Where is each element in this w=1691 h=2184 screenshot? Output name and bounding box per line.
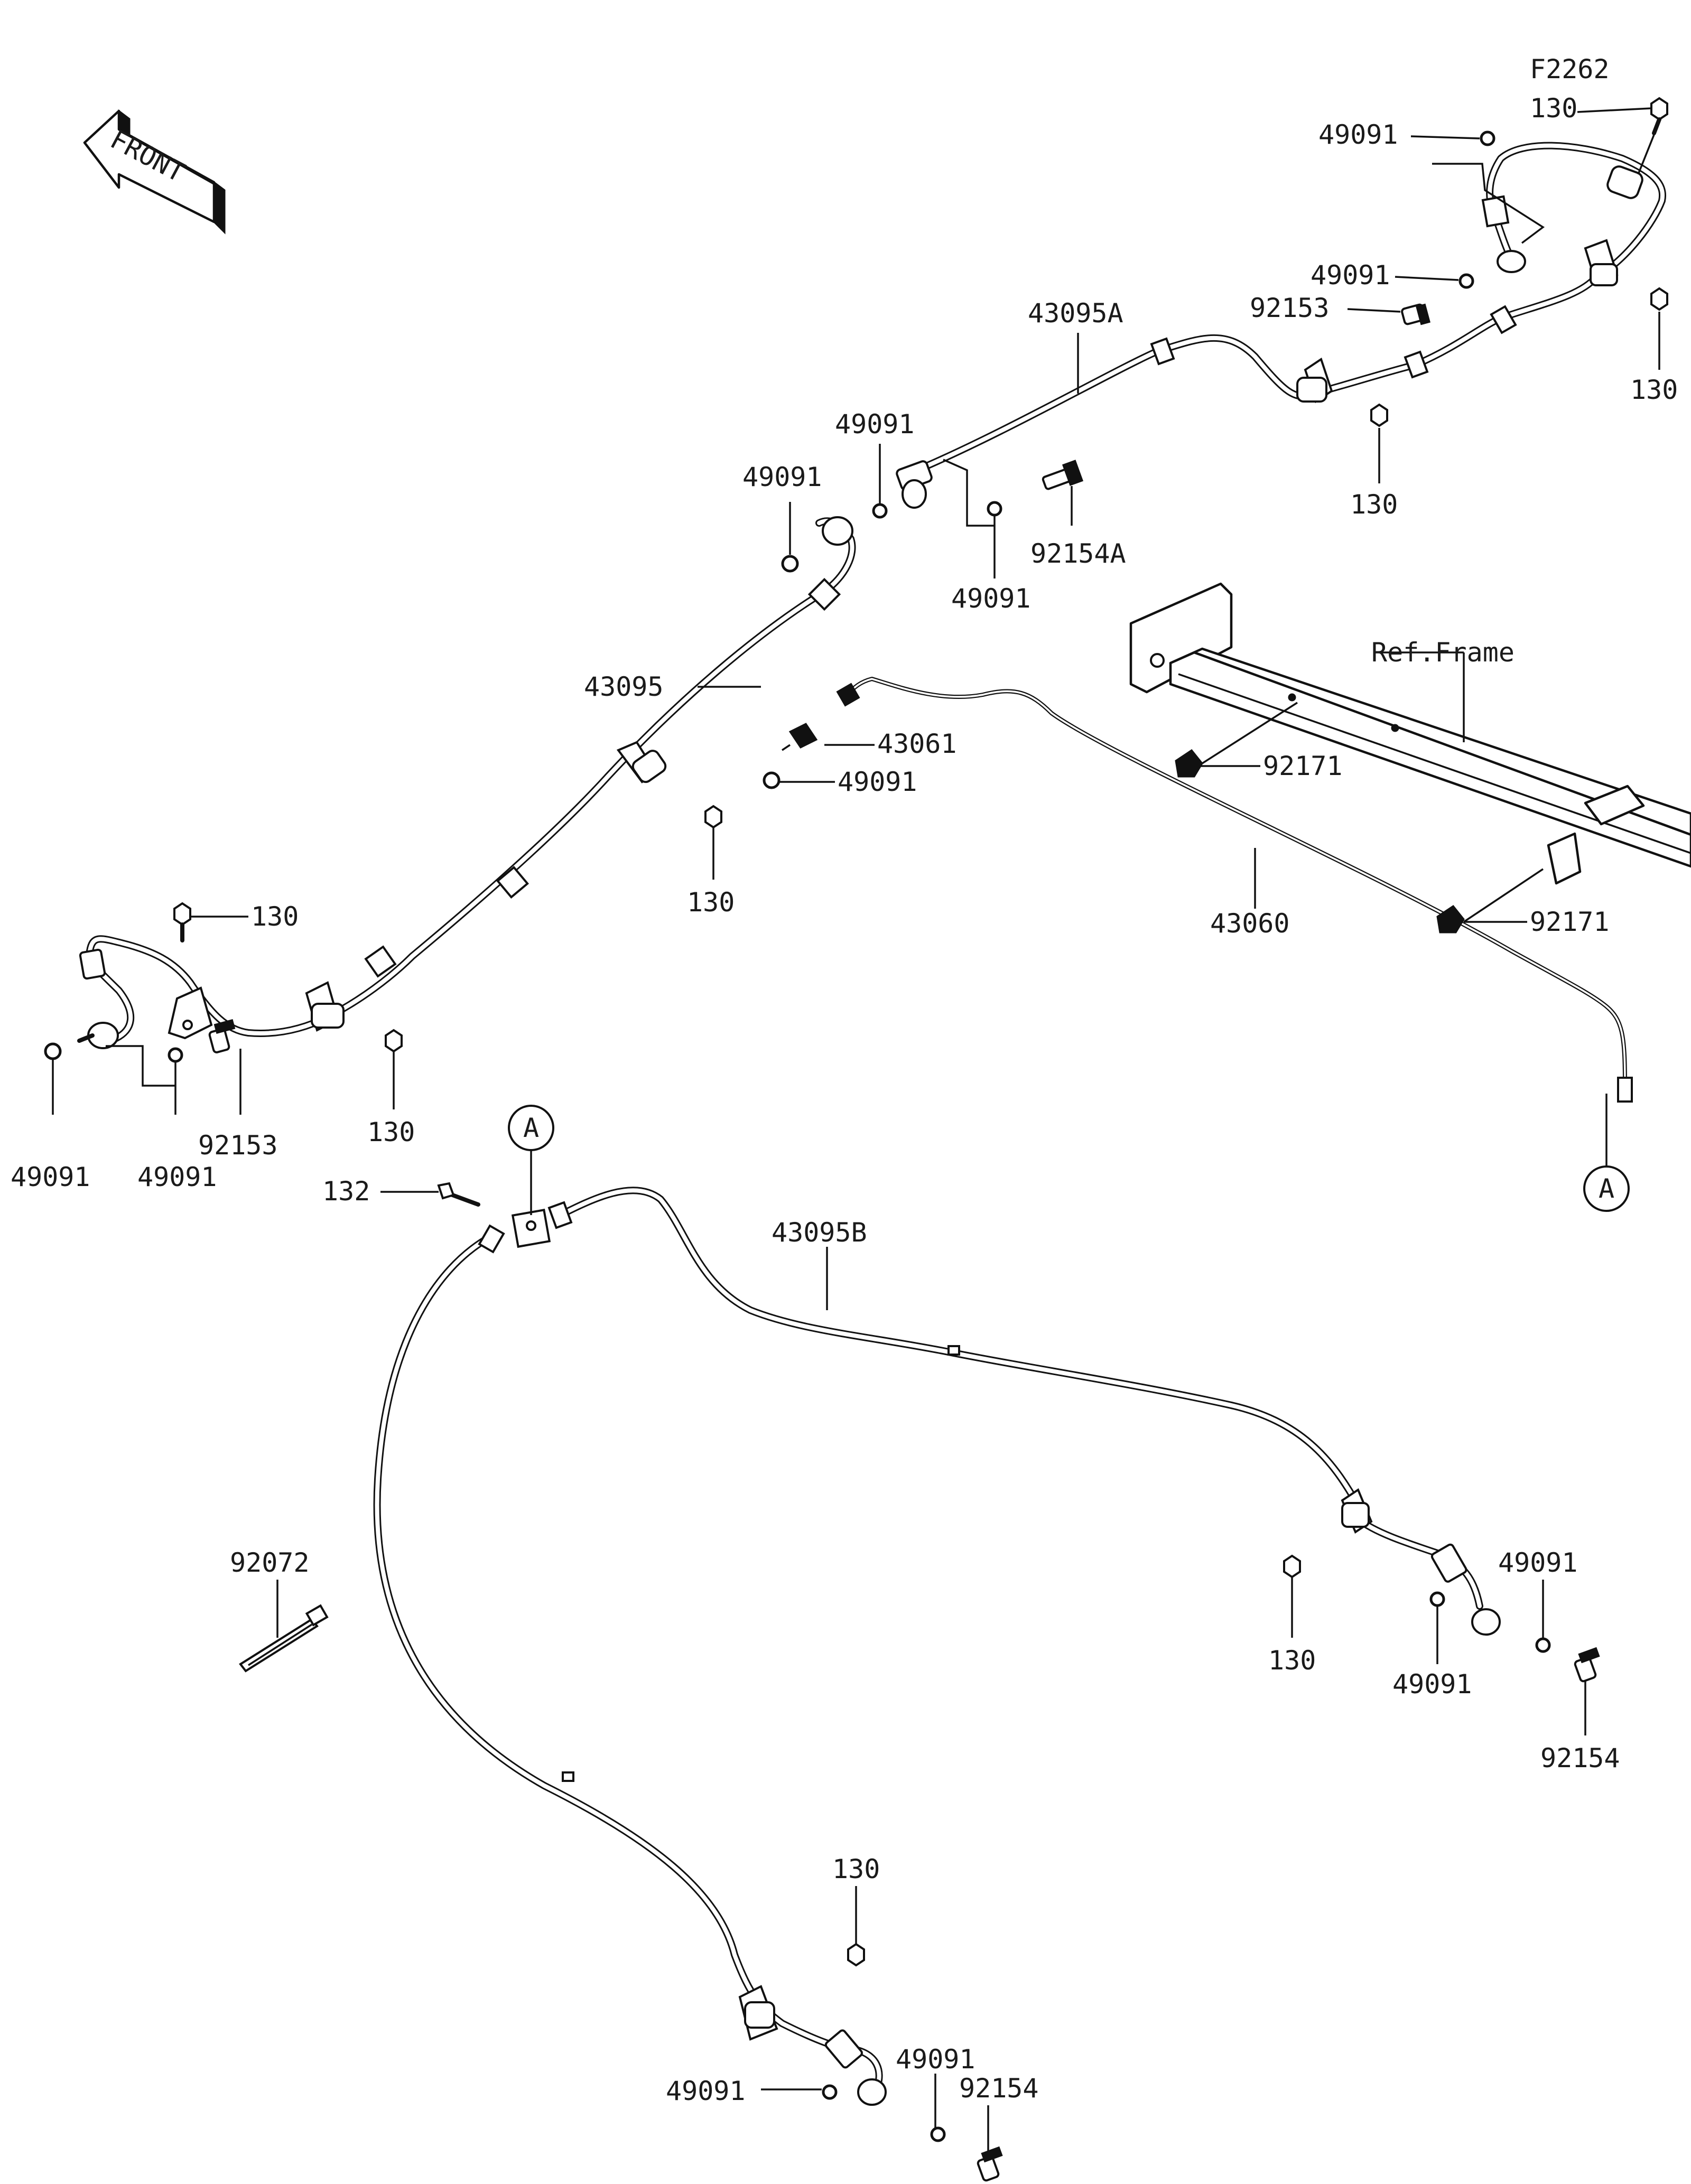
banjo-bolt-92154a xyxy=(1042,460,1084,490)
frame-rail: Ref.Frame xyxy=(1129,582,1691,885)
callout-49091-j: 49091 xyxy=(1392,1669,1472,1700)
callout-49091-c: 49091 xyxy=(835,409,915,440)
callout-92153-b: 92153 xyxy=(198,1130,278,1161)
connector-a-bottom-label: A xyxy=(1599,1173,1614,1204)
callout-49091-i: 49091 xyxy=(1498,1547,1578,1578)
brake-hose-43095 xyxy=(77,516,856,1049)
callout-49091-e: 49091 xyxy=(951,583,1031,614)
connector-a-top-label: A xyxy=(523,1113,539,1143)
callout-49091-a: 49091 xyxy=(1318,119,1398,150)
callout-92154a: 92154A xyxy=(1030,538,1126,569)
front-arrow-icon: FRONT xyxy=(83,109,226,235)
callout-92171-b: 92171 xyxy=(1530,907,1610,937)
callout-130-e: 130 xyxy=(251,901,299,932)
callout-92154-a: 92154 xyxy=(1540,1743,1620,1774)
washer-49091-g xyxy=(44,1042,62,1060)
banjo-bolt-92153-a xyxy=(1401,303,1430,325)
washer-49091-i xyxy=(1429,1591,1445,1607)
callout-43095a: 43095A xyxy=(1028,298,1123,329)
bolt-130-b xyxy=(1650,287,1668,311)
bolt-130-g xyxy=(1283,1554,1301,1579)
bolt-132 xyxy=(437,1182,480,1207)
bolt-130-d xyxy=(704,805,722,829)
callout-130-c: 130 xyxy=(1350,489,1398,520)
callout-49091-f: 49091 xyxy=(838,767,917,797)
callout-49091-l: 49091 xyxy=(666,2076,746,2106)
bolt-130-f xyxy=(385,1029,403,1053)
washer-49091-h xyxy=(168,1047,183,1063)
callout-49091-b: 49091 xyxy=(1311,260,1390,291)
connector-a-top: A xyxy=(508,1105,554,1215)
washer-49091-f xyxy=(763,771,781,789)
ref-frame-label: Ref.Frame xyxy=(1371,637,1515,668)
callout-130-d: 130 xyxy=(687,887,735,918)
clip-92171-b xyxy=(1436,904,1465,934)
band-92072 xyxy=(239,1604,329,1673)
bolt-130-a xyxy=(1650,97,1668,135)
callout-49091-k: 49091 xyxy=(896,2044,975,2075)
washer-49091-d xyxy=(781,555,799,573)
callout-labels: 130 49091 49091 92153 130 43095A 130 490… xyxy=(11,93,1678,2106)
washer-49091-a xyxy=(1480,130,1495,146)
callout-92171-a: 92171 xyxy=(1263,751,1343,781)
callout-43095b: 43095B xyxy=(772,1217,867,1248)
callout-130-f: 130 xyxy=(367,1117,415,1147)
leader-lines xyxy=(52,107,1660,2153)
connector-a-bottom: A xyxy=(1583,1094,1630,1212)
callout-43095: 43095 xyxy=(584,671,664,702)
clip-92171-a xyxy=(1175,749,1203,778)
callout-49091-h: 49091 xyxy=(137,1162,217,1192)
bolt-130-c xyxy=(1370,403,1388,427)
brake-hose-43095b xyxy=(373,1187,1501,2106)
banjo-bolt-92153-b xyxy=(208,1019,236,1053)
washer-49091-l xyxy=(930,2126,946,2142)
banjo-bolt-92154-b xyxy=(977,2146,1003,2182)
washer-49091-k xyxy=(822,2084,838,2100)
callout-49091-g: 49091 xyxy=(11,1162,90,1192)
callout-130-b: 130 xyxy=(1630,375,1678,405)
callout-43060: 43060 xyxy=(1210,908,1290,939)
brake-hose-43095a xyxy=(896,142,1667,509)
callout-49091-d: 49091 xyxy=(742,462,822,492)
washer-49091-e xyxy=(987,501,1002,517)
banjo-bolt-92154-a xyxy=(1574,1647,1600,1683)
washer-49091-b xyxy=(1458,273,1474,289)
bolt-130-e xyxy=(173,902,191,942)
callout-92154-b: 92154 xyxy=(959,2073,1039,2104)
brake-pipe-43060 xyxy=(782,677,1633,1103)
callout-43061: 43061 xyxy=(877,729,957,759)
callout-132: 132 xyxy=(322,1176,370,1207)
callout-130-a: 130 xyxy=(1530,93,1577,124)
figure-code: F2262 xyxy=(1530,54,1610,85)
callout-130-g: 130 xyxy=(1268,1645,1316,1676)
callout-130-h: 130 xyxy=(832,1854,880,1884)
bolt-130-h xyxy=(847,1943,865,1967)
callout-92153-a: 92153 xyxy=(1250,293,1330,323)
washer-49091-c xyxy=(872,503,888,519)
washer-49091-j xyxy=(1535,1637,1551,1653)
callout-92072: 92072 xyxy=(230,1547,310,1578)
